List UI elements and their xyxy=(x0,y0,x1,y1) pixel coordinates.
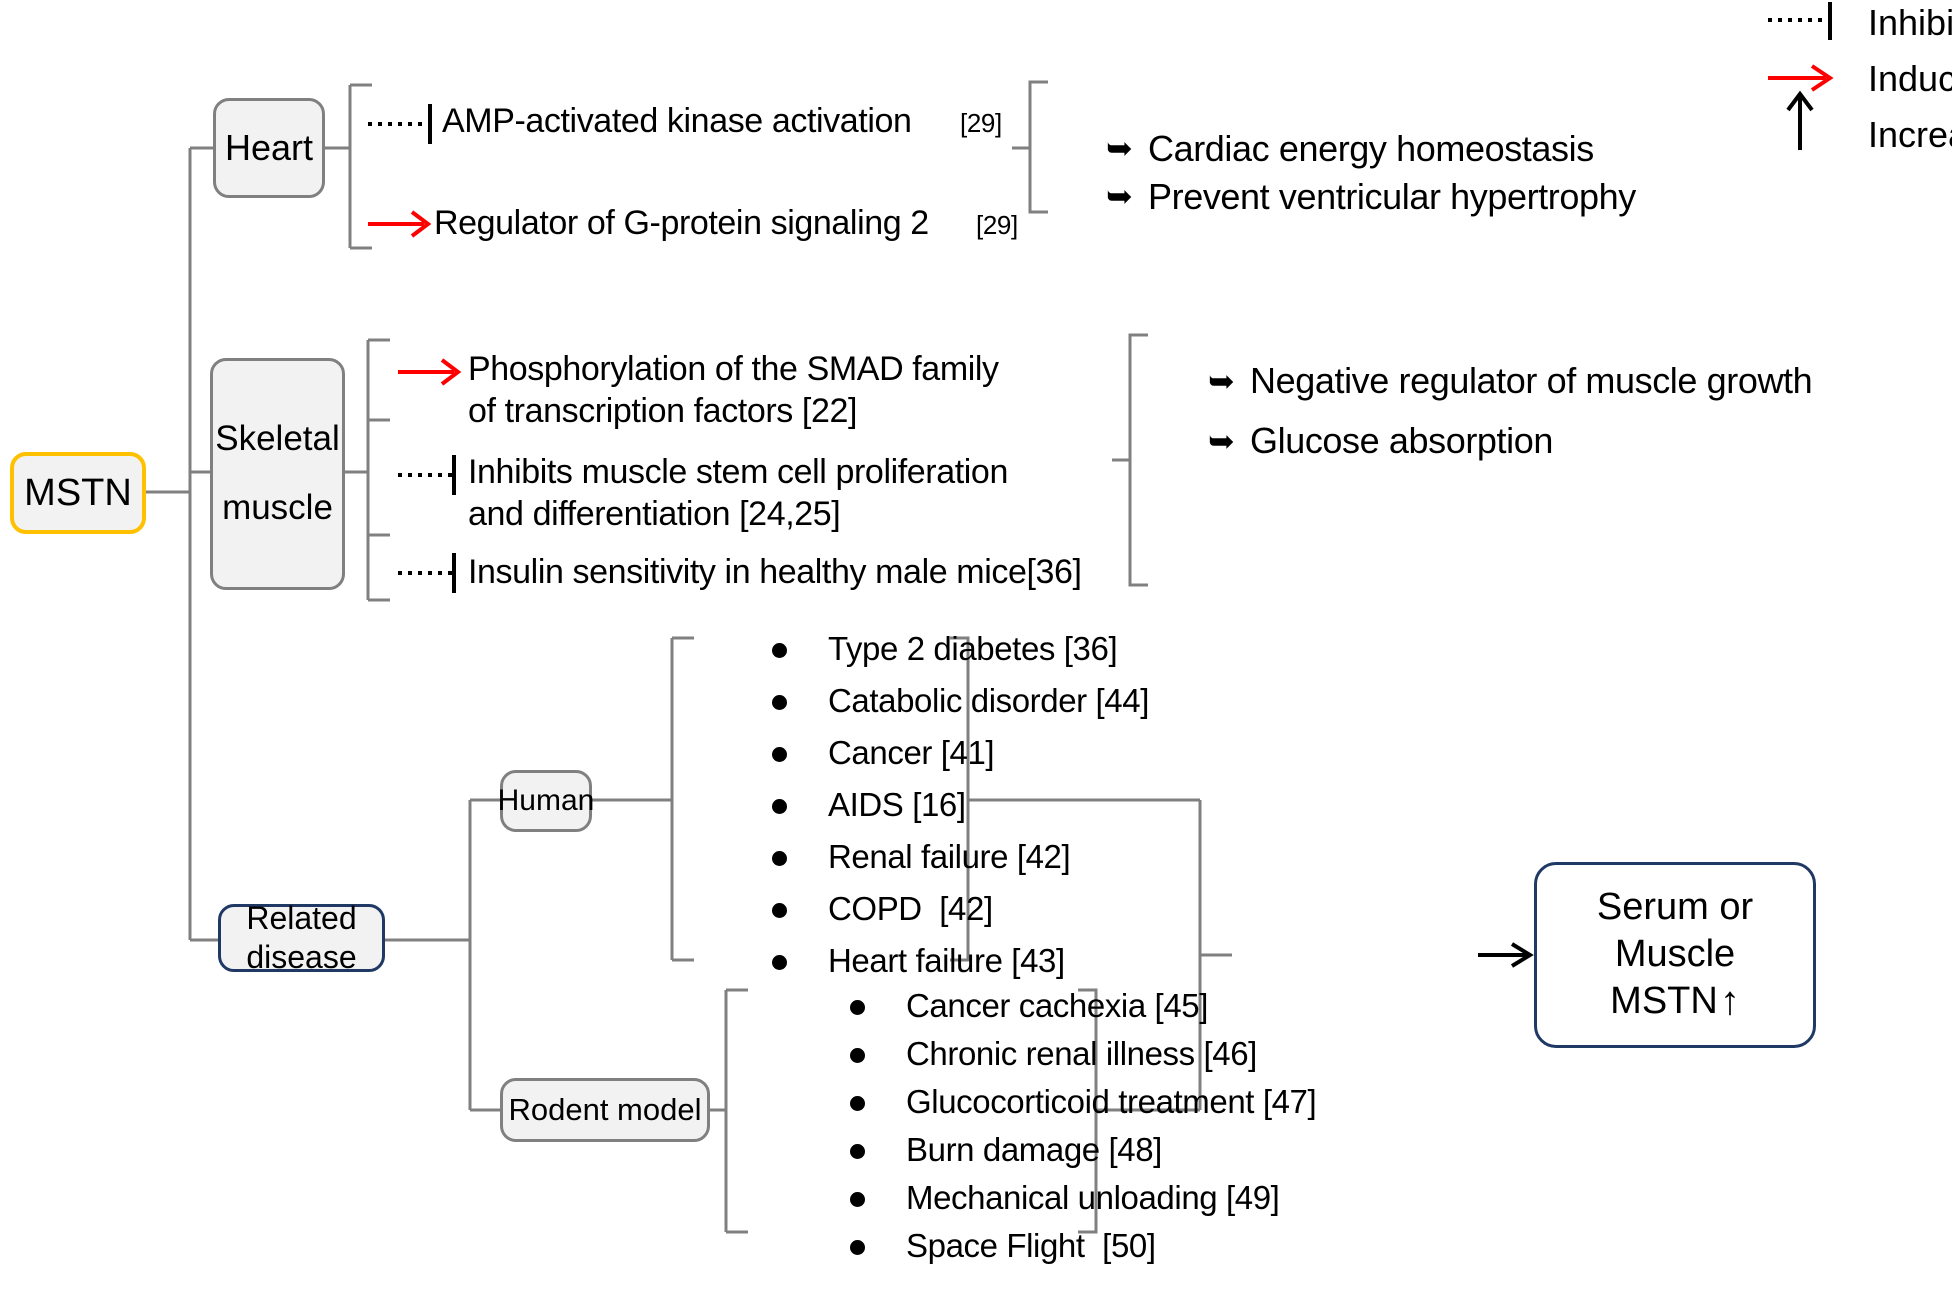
skeletal-outcome-1: Glucose absorption xyxy=(1250,420,1553,461)
rodent-item-0: Cancer cachexia [45] xyxy=(906,987,1209,1024)
human-item-6: Heart failure [43] xyxy=(828,942,1065,979)
node-mstn[interactable]: MSTN xyxy=(10,452,146,534)
rodent-item-1: Chronic renal illness [46] xyxy=(906,1035,1257,1072)
rodent-item-5: Space Flight [50] xyxy=(906,1227,1156,1264)
heart-outcome-0: Cardiac energy homeostasis xyxy=(1148,128,1594,169)
node-skeletal-muscle-label-line1: Skeletal xyxy=(215,419,340,459)
arrow-bullet-icon: ➥ xyxy=(1208,423,1235,459)
bullet-dot-icon xyxy=(772,747,787,762)
node-rodent-model-label: Rodent model xyxy=(508,1092,702,1128)
bullet-dot-icon xyxy=(772,643,787,658)
skeletal-effect-2-line1: Insulin sensitivity in healthy male mice… xyxy=(468,553,1082,591)
node-human[interactable]: Human xyxy=(497,770,595,832)
bullet-dot-icon xyxy=(850,1048,865,1063)
arrow-to-outcome xyxy=(1478,942,1534,968)
outcome-line3: MSTN xyxy=(1610,980,1718,1023)
bullet-dot-icon xyxy=(772,695,787,710)
legend-label-increase: Increase xyxy=(1868,114,1952,155)
legend-increase-icon xyxy=(1786,90,1814,150)
node-mstn-label: MSTN xyxy=(24,471,132,514)
human-item-1: Catabolic disorder [44] xyxy=(828,682,1149,719)
heart-effect-1-text: Regulator of G-protein signaling 2 xyxy=(434,204,929,242)
arrow-bullet-icon: ➥ xyxy=(1106,130,1133,166)
bullet-dot-icon xyxy=(850,1240,865,1255)
rodent-item-3: Burn damage [48] xyxy=(906,1131,1162,1168)
inhibit-glyph-heart xyxy=(368,104,432,144)
node-serum-muscle-mstn[interactable]: Serum or Muscle MSTN↑ xyxy=(1534,862,1816,1048)
bullet-dot-icon xyxy=(772,799,787,814)
bullet-dot-icon xyxy=(772,851,787,866)
bullet-dot-icon xyxy=(850,1096,865,1111)
skeletal-effect-0-line2: of transcription factors [22] xyxy=(468,392,858,430)
outcome-line2: Muscle xyxy=(1614,932,1736,975)
increase-arrow-icon: ↑ xyxy=(1719,978,1740,1023)
human-item-3: AIDS [16] xyxy=(828,786,966,823)
human-item-4: Renal failure [42] xyxy=(828,838,1071,875)
outcome-line3-wrap: MSTN↑ xyxy=(1610,977,1740,1026)
heart-effect-0-ref: [29] xyxy=(960,108,1002,138)
node-related-disease[interactable]: Related disease xyxy=(218,900,385,975)
arrow-bullet-icon: ➥ xyxy=(1106,178,1133,214)
arrow-bullet-icon: ➥ xyxy=(1208,363,1235,399)
node-human-label: Human xyxy=(497,783,595,817)
bullet-dot-icon xyxy=(772,903,787,918)
inhibit-glyph-stemcell xyxy=(398,455,456,495)
induce-glyph-heart xyxy=(368,210,432,238)
induce-glyph-smad xyxy=(398,358,462,386)
skeletal-effect-1-line1: Inhibits muscle stem cell proliferation xyxy=(468,453,1008,491)
node-related-disease-label: Related disease xyxy=(246,899,357,975)
bullet-dot-icon xyxy=(772,955,787,970)
node-skeletal-muscle[interactable]: Skeletal muscle xyxy=(210,358,345,590)
outcome-line1: Serum or xyxy=(1596,886,1754,929)
heart-outcome-1: Prevent ventricular hypertrophy xyxy=(1148,176,1636,217)
rodent-item-4: Mechanical unloading [49] xyxy=(906,1179,1280,1216)
skeletal-effect-0-line1: Phosphorylation of the SMAD family xyxy=(468,350,999,388)
legend-inhibit-icon xyxy=(1768,2,1832,40)
bullet-dot-icon xyxy=(850,1192,865,1207)
human-item-0: Type 2 diabetes [36] xyxy=(828,630,1118,667)
bullet-dot-icon xyxy=(850,1000,865,1015)
rodent-item-2: Glucocorticoid treatment [47] xyxy=(906,1083,1317,1120)
legend-label-induce: Induce xyxy=(1868,58,1952,99)
inhibit-glyph-insulin xyxy=(398,553,456,593)
node-heart-label: Heart xyxy=(224,127,314,169)
heart-effect-0-text: AMP-activated kinase activation xyxy=(442,102,912,140)
human-item-5: COPD [42] xyxy=(828,890,993,927)
node-skeletal-muscle-label-line2: muscle xyxy=(222,488,333,527)
legend-label-inhibit: Inhibit xyxy=(1868,2,1952,43)
human-item-2: Cancer [41] xyxy=(828,734,995,771)
node-heart[interactable]: Heart xyxy=(213,98,325,198)
skeletal-outcome-0: Negative regulator of muscle growth xyxy=(1250,360,1813,401)
bullet-dot-icon xyxy=(850,1144,865,1159)
heart-effect-1-ref: [29] xyxy=(976,210,1018,240)
node-rodent-model[interactable]: Rodent model xyxy=(500,1078,710,1142)
legend-induce-icon xyxy=(1768,64,1834,92)
skeletal-effect-1-line2: and differentiation [24,25] xyxy=(468,495,841,533)
